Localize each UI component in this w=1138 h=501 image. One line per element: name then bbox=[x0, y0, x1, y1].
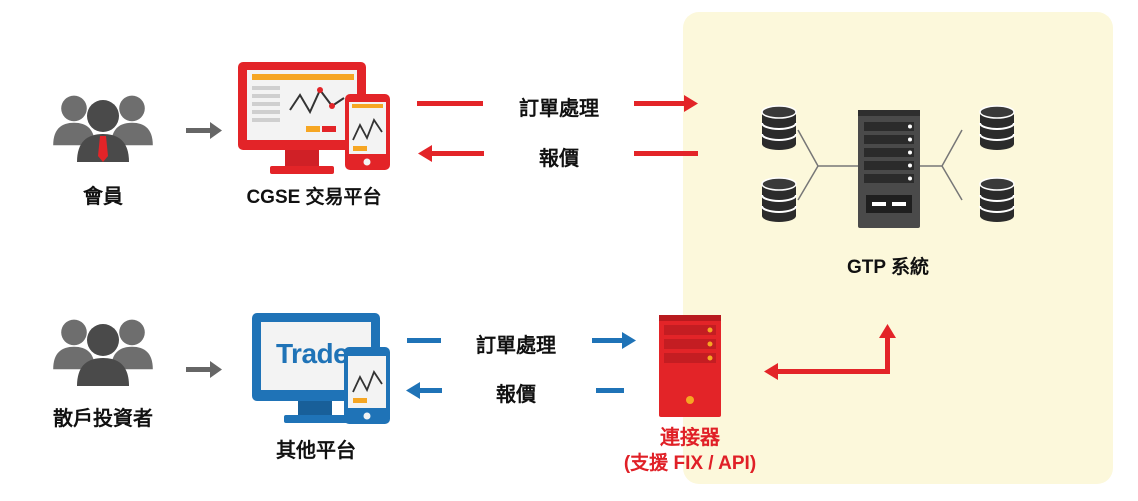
top-quote-flow-arrow bbox=[418, 145, 698, 162]
gtp-system-label: GTP 系統 bbox=[847, 257, 929, 278]
retail-investors-people-icon bbox=[53, 319, 153, 386]
gtp-server-icon bbox=[858, 110, 920, 228]
top-quote-label: 報價 bbox=[539, 148, 579, 170]
bottom-quote-flow-arrow bbox=[406, 382, 624, 399]
members-people-icon bbox=[53, 95, 153, 162]
gtp-database-icon-bottom-left bbox=[761, 177, 797, 223]
top-order-flow-arrow bbox=[417, 95, 698, 112]
cgse-phone-icon bbox=[345, 94, 390, 170]
members-label: 會員 bbox=[83, 186, 123, 208]
connector-server-icon bbox=[659, 315, 721, 417]
gtp-database-icon-top-right bbox=[979, 105, 1015, 151]
connector-to-gtp-arrow bbox=[764, 324, 896, 380]
retail-investors-label: 散戶投資者 bbox=[53, 408, 153, 430]
top-order-label: 訂單處理 bbox=[519, 98, 599, 120]
cgse-monitor-icon bbox=[238, 62, 366, 174]
connector-sub-label: (支援 FIX / API) bbox=[623, 453, 757, 474]
connector-label: 連接器 bbox=[660, 427, 720, 449]
members-to-cgse-arrow bbox=[186, 122, 222, 139]
bottom-order-label: 訂單處理 bbox=[476, 335, 556, 357]
investors-to-other-arrow bbox=[186, 361, 222, 378]
gtp-database-icon-bottom-right bbox=[979, 177, 1015, 223]
trade-screen-text: Trade bbox=[276, 338, 349, 369]
bottom-order-flow-arrow bbox=[407, 332, 636, 349]
other-platform-label: 其他平台 bbox=[276, 440, 356, 462]
gtp-database-icon-top-left bbox=[761, 105, 797, 151]
gtp-database-links bbox=[797, 129, 963, 201]
bottom-quote-label: 報價 bbox=[496, 384, 536, 406]
gtp-zone-background bbox=[683, 12, 1113, 484]
cgse-platform-label: CGSE 交易平台 bbox=[246, 187, 382, 208]
other-platform-phone-icon bbox=[344, 347, 390, 424]
